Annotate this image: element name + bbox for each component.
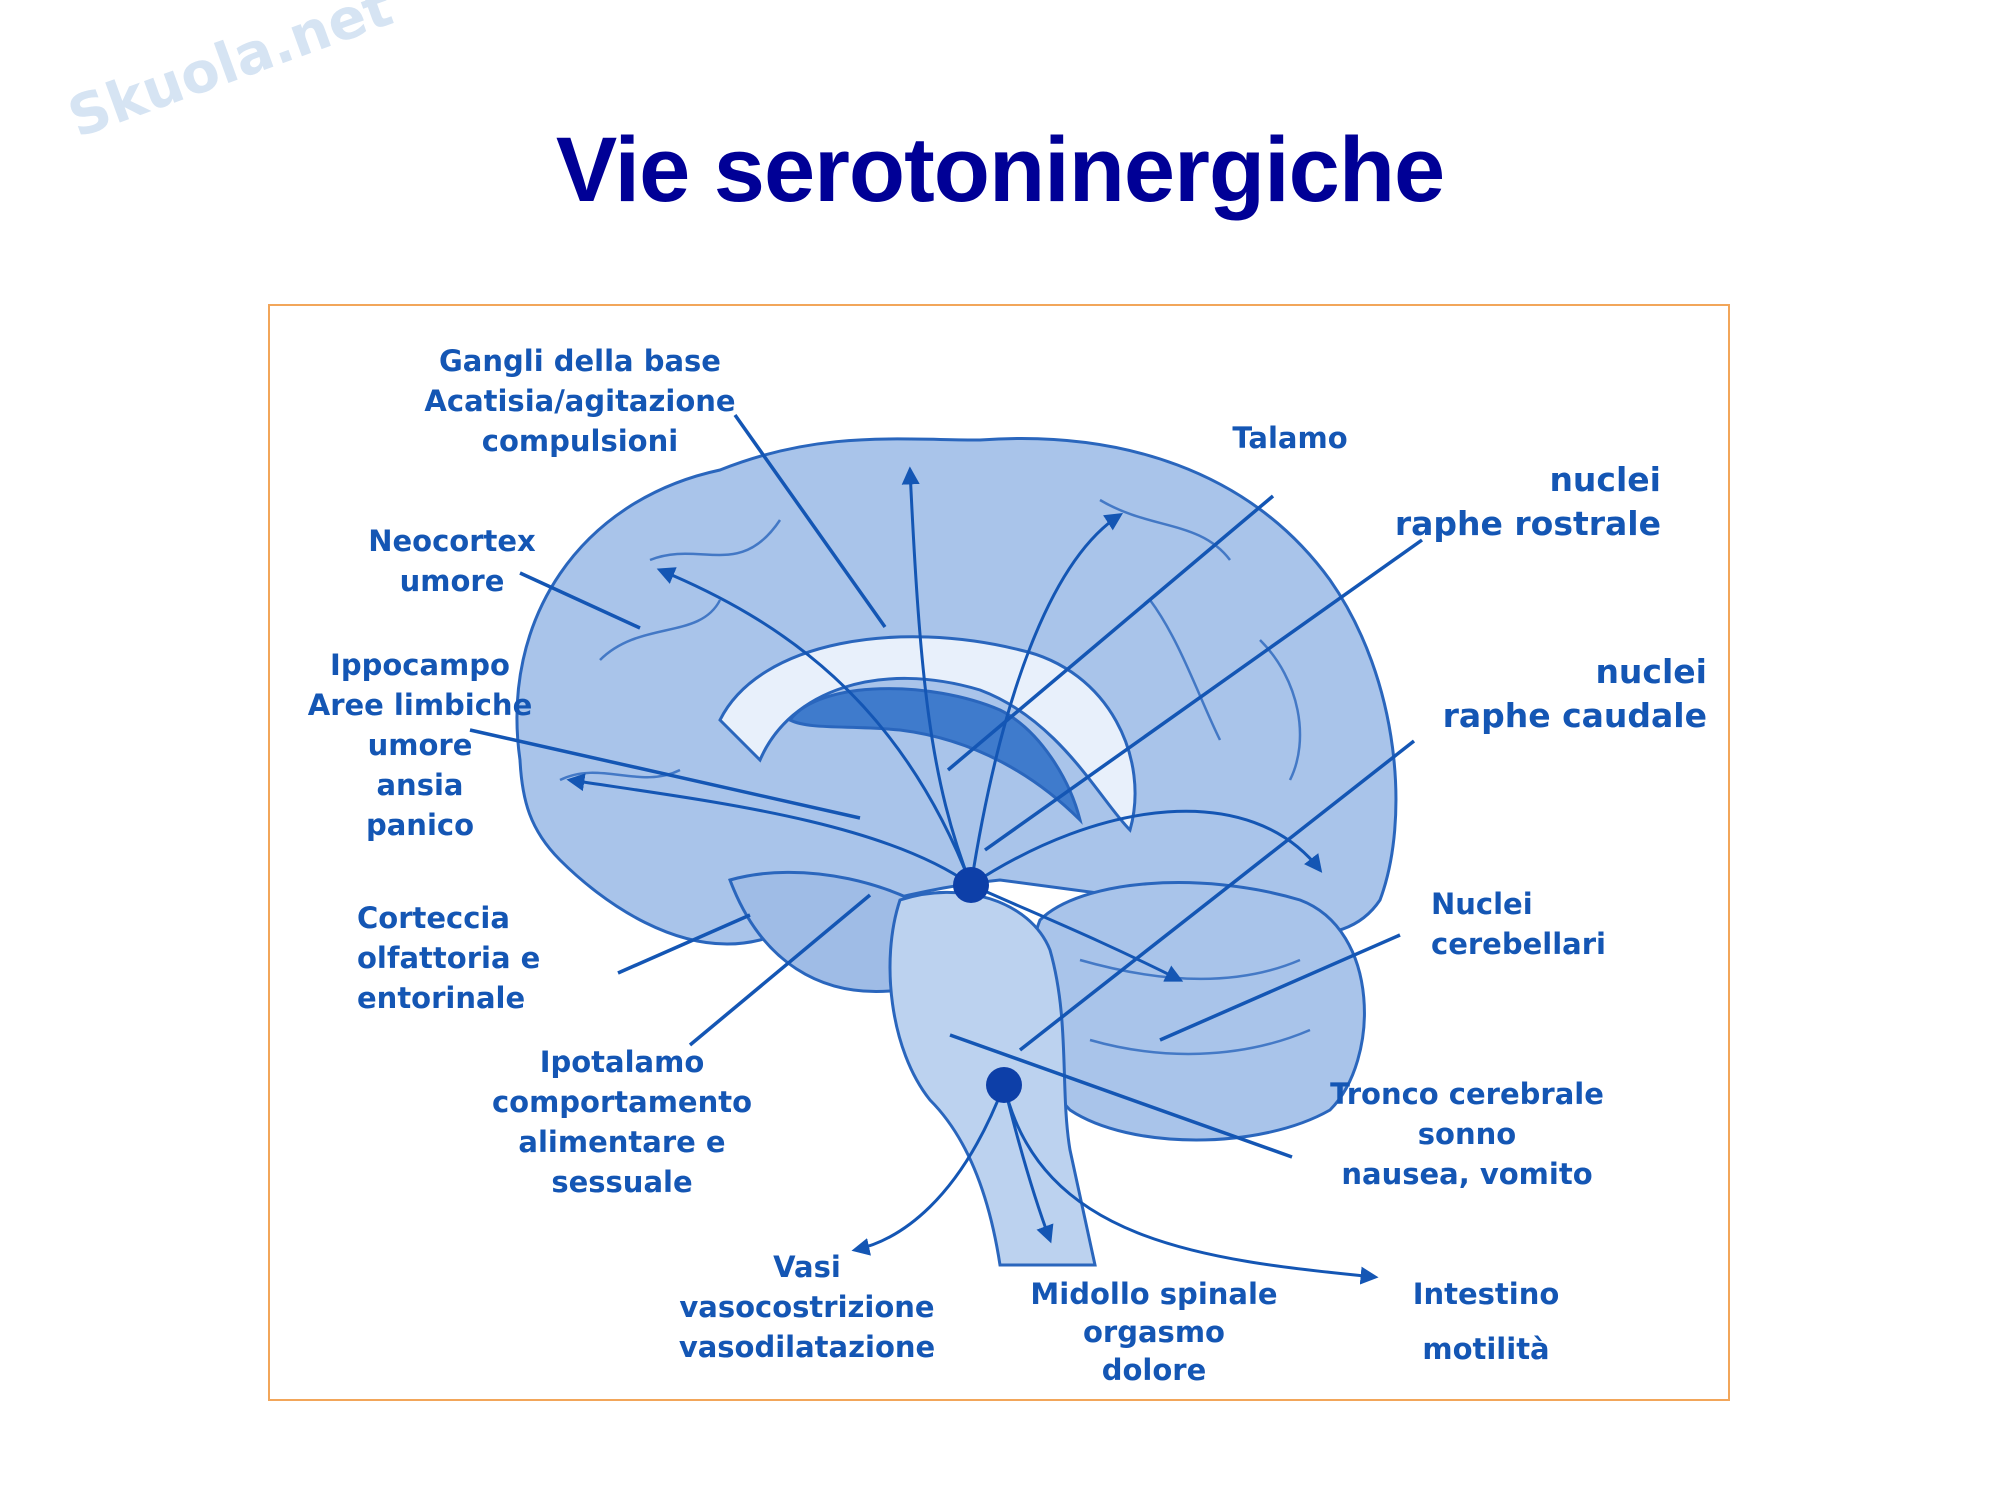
pointer-neocortex <box>519 571 641 630</box>
pointer-gangli <box>733 413 887 629</box>
pointer-ipotalamo <box>688 893 872 1047</box>
raphe-rostral-dot <box>953 867 989 903</box>
pointer-rostrale <box>983 538 1424 852</box>
pointer-ippocampo <box>469 728 861 820</box>
pointer-corteccia <box>617 913 751 975</box>
cerebrum <box>515 437 1398 946</box>
raphe-caudal-dot <box>986 1067 1022 1103</box>
page-title: Vie serotoninergiche <box>555 119 1445 221</box>
diagram-frame <box>268 304 1730 1401</box>
pointer-cerebellari <box>1159 933 1401 1042</box>
label-talamo: Talamo <box>1232 421 1348 455</box>
corpus-callosum <box>718 635 1137 833</box>
pointer-caudale <box>1018 739 1416 1052</box>
cerebellum <box>1028 881 1366 1142</box>
pointer-tronco <box>949 1033 1293 1159</box>
pointer-talamo <box>946 494 1275 772</box>
